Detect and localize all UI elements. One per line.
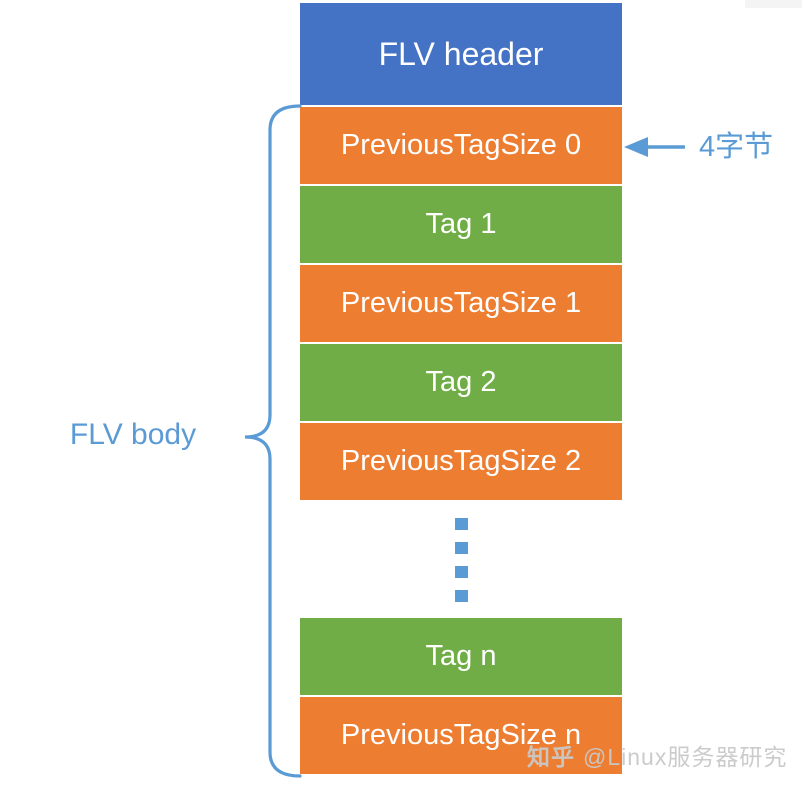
box-label: Tag 2 [425,366,497,398]
screenshot-corner-artifact [745,0,802,8]
watermark: 知乎 @Linux服务器研究 [527,743,787,771]
box-label: PreviousTagSize 1 [340,287,582,319]
tag-box: Tag 1 [300,186,622,263]
ellipsis-dash [454,518,468,530]
flv-header-box: FLV header [300,3,622,105]
box-label: Tag 1 [425,208,497,240]
watermark-brand: 知乎 [527,744,575,770]
ellipsis-dash [454,566,468,578]
watermark-handle: @Linux服务器研究 [583,744,788,770]
box-label: PreviousTagSize 0 [340,129,582,161]
tag-box: Tag 2 [300,344,622,421]
box-label: PreviousTagSize n [340,719,582,751]
flv-header-label: FLV header [378,35,544,72]
ellipsis-dash [454,590,468,602]
tag-box: Tag n [300,618,622,695]
ellipsis-dash [454,542,468,554]
previous-tag-size-box: PreviousTagSize 1 [300,265,622,342]
ellipsis-dashes [300,502,622,618]
previous-tag-size-box: PreviousTagSize n [300,697,622,774]
flv-body-label: FLV body [69,418,197,451]
four-bytes-annotation: 4字节 [699,131,774,163]
previous-tag-size-box: PreviousTagSize 0 [300,107,622,184]
box-label: Tag n [425,640,497,672]
flv-body-brace [244,104,302,778]
body-rows: PreviousTagSize 0 Tag 1 PreviousTagSize 1 T… [300,107,622,774]
left-arrow-icon [624,137,685,157]
previous-tag-size-box: PreviousTagSize 2 [300,423,622,500]
box-label: PreviousTagSize 2 [340,445,582,477]
